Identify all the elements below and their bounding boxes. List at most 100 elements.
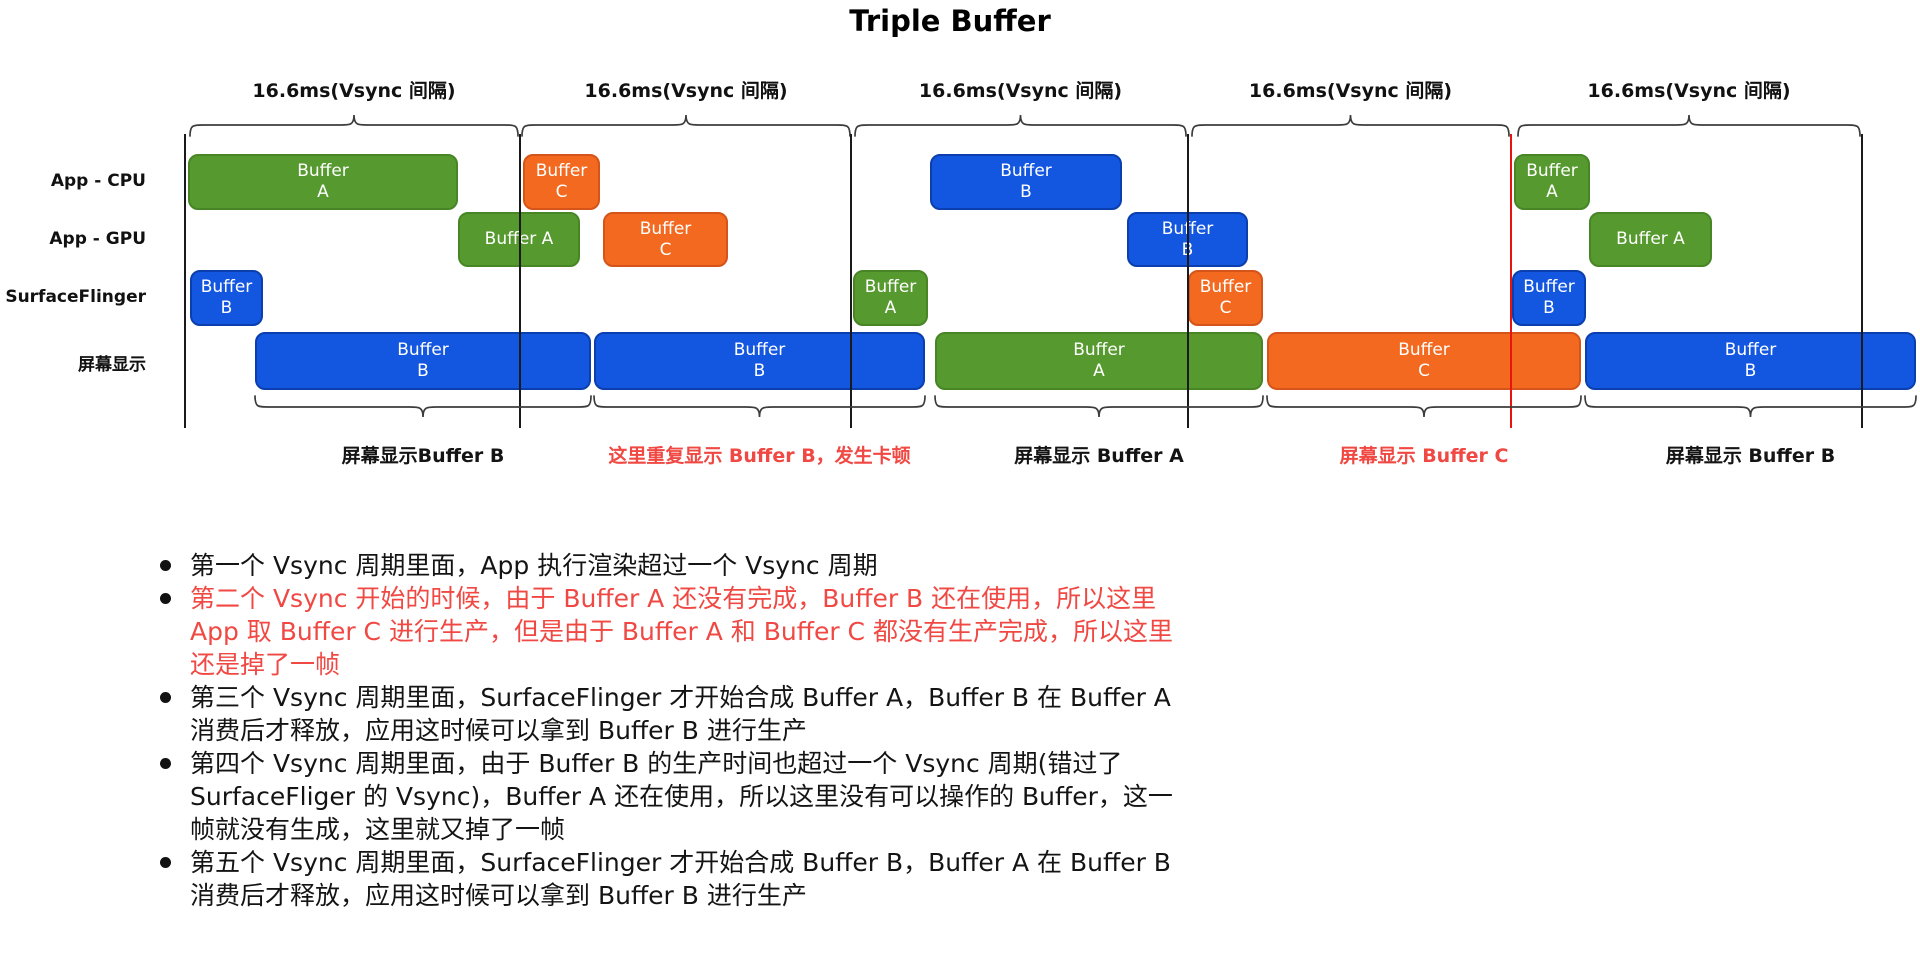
screen-caption: 这里重复显示 Buffer B，发生卡顿 (608, 445, 911, 467)
buffer-block-label: C (659, 239, 672, 260)
screen-caption: 屏幕显示 Buffer A (1014, 445, 1184, 467)
bullet-item: 第五个 Vsync 周期里面，SurfaceFlinger 才开始合成 Buff… (158, 846, 1173, 912)
vsync-period-brace (1517, 114, 1861, 137)
buffer-block-label: A (884, 298, 897, 318)
bullet-line: 第一个 Vsync 周期里面，App 执行渲染超过一个 Vsync 周期 (190, 551, 878, 580)
bullet-dot (160, 758, 171, 769)
buffer-block-label: Buffer (1073, 340, 1125, 360)
bullet-line: 第三个 Vsync 周期里面，SurfaceFlinger 才开始合成 Buff… (190, 683, 1171, 712)
vsync-interval-label: 16.6ms(Vsync 间隔) (918, 80, 1123, 102)
buffer-block-label: C (555, 182, 568, 202)
buffer-block-label: A (317, 182, 329, 202)
screen-caption: 屏幕显示 Buffer C (1339, 445, 1509, 467)
screen-caption: 屏幕显示Buffer B (341, 445, 505, 467)
bullet-line: 第四个 Vsync 周期里面，由于 Buffer B 的生产时间也超过一个 Vs… (190, 749, 1123, 778)
bullet-item: 第四个 Vsync 周期里面，由于 Buffer B 的生产时间也超过一个 Vs… (158, 747, 1173, 846)
buffer-block-label: Buffer A (1616, 229, 1685, 249)
buffer-block-label: Buffer (535, 161, 588, 181)
bullet-dot (160, 692, 171, 703)
screen-segment-brace (593, 395, 926, 418)
bullet-line: 帧就没有生成，这里就又掉了一帧 (190, 815, 566, 844)
buffer-block-label: Buffer (864, 277, 917, 297)
buffer-block-label: Buffer (1724, 340, 1777, 360)
bullet-line: 消费后才释放，应用这时候可以拿到 Buffer B 进行生产 (190, 881, 807, 910)
bullet-line: 第五个 Vsync 周期里面，SurfaceFlinger 才开始合成 Buff… (190, 848, 1171, 877)
vsync-interval-label: 16.6ms(Vsync 间隔) (1587, 80, 1791, 102)
bullet-dot (160, 560, 171, 571)
buffer-block-label: Buffer (1523, 277, 1575, 297)
buffer-block-label: Buffer (1161, 218, 1214, 239)
buffer-block-label: Buffer (1526, 161, 1578, 181)
buffer-block-label: Buffer (1398, 340, 1450, 360)
buffer-block-label: B (1744, 361, 1757, 381)
vsync-interval-label: 16.6ms(Vsync 间隔) (584, 80, 788, 102)
buffer-block-label: B (753, 361, 766, 381)
buffer-block-label: Buffer (297, 161, 349, 181)
bullet-item: 第二个 Vsync 开始的时候，由于 Buffer A 还没有完成，Buffer… (158, 582, 1173, 681)
bullet-line: 消费后才释放，应用这时候可以拿到 Buffer B 进行生产 (190, 716, 807, 745)
bullet-text: 第四个 Vsync 周期里面，由于 Buffer B 的生产时间也超过一个 Vs… (190, 749, 1173, 844)
buffer-block-label: C (1219, 298, 1232, 318)
buffer-block-label: A (1093, 361, 1105, 381)
diagram-title: Triple Buffer (849, 4, 1051, 38)
screen-segment-brace (1266, 395, 1582, 418)
buffer-block-label: C (1418, 361, 1430, 381)
buffer-block-label: A (1546, 182, 1558, 202)
row-label-sf: SurfaceFlinger (5, 287, 146, 307)
buffer-block-label: B (220, 298, 233, 318)
bullet-text: 第二个 Vsync 开始的时候，由于 Buffer A 还没有完成，Buffer… (190, 584, 1173, 679)
vsync-period-brace (521, 114, 851, 137)
buffer-block-label: B (417, 361, 429, 381)
buffer-block-label: Buffer (1199, 277, 1252, 297)
bullet-text: 第五个 Vsync 周期里面，SurfaceFlinger 才开始合成 Buff… (190, 848, 1171, 910)
buffer-block-label: Buffer (200, 277, 253, 297)
notes-list: 第一个 Vsync 周期里面，App 执行渲染超过一个 Vsync 周期第二个 … (158, 549, 1173, 912)
bullet-line: SurfaceFliger 的 Vsync)，Buffer A 还在使用，所以这… (190, 782, 1173, 811)
buffer-block-label: Buffer (1000, 161, 1052, 181)
bullet-text: 第一个 Vsync 周期里面，App 执行渲染超过一个 Vsync 周期 (190, 551, 878, 580)
screen-caption: 屏幕显示 Buffer B (1665, 445, 1836, 467)
buffer-block-label: B (1543, 298, 1555, 318)
vsync-interval-label: 16.6ms(Vsync 间隔) (1248, 80, 1453, 102)
buffer-block-label: Buffer (397, 340, 449, 360)
bullet-item: 第三个 Vsync 周期里面，SurfaceFlinger 才开始合成 Buff… (158, 681, 1173, 747)
buffer-block-label: Buffer A (484, 229, 554, 249)
buffer-block-label: Buffer (639, 218, 692, 239)
buffer-block-gpu-buffer-a: Buffer A (458, 212, 580, 267)
bullet-line: 第二个 Vsync 开始的时候，由于 Buffer A 还没有完成，Buffer… (190, 584, 1157, 613)
row-label-screen: 屏幕显示 (78, 355, 146, 375)
screen-segment-brace (934, 395, 1264, 418)
vsync-interval-label: 16.6ms(Vsync 间隔) (252, 80, 456, 102)
bullet-text: 第三个 Vsync 周期里面，SurfaceFlinger 才开始合成 Buff… (190, 683, 1171, 745)
screen-segment-brace (1584, 395, 1917, 418)
bullet-item: 第一个 Vsync 周期里面，App 执行渲染超过一个 Vsync 周期 (158, 549, 1173, 582)
bullet-dot (160, 857, 171, 868)
bullet-line: App 取 Buffer C 进行生产，但是由于 Buffer A 和 Buff… (190, 617, 1173, 646)
buffer-block-label: B (1181, 239, 1194, 260)
buffer-block-label: Buffer (733, 340, 786, 360)
vsync-period-brace (1191, 114, 1510, 137)
screen-segment-brace (254, 395, 592, 418)
buffer-block-label: B (1020, 182, 1032, 202)
buffer-block-gpu-buffer-a: Buffer A (1589, 212, 1712, 267)
row-label-cpu: App - CPU (50, 171, 146, 191)
row-label-gpu: App - GPU (49, 228, 146, 249)
vsync-period-brace (854, 114, 1187, 137)
bullet-dot (160, 593, 171, 604)
